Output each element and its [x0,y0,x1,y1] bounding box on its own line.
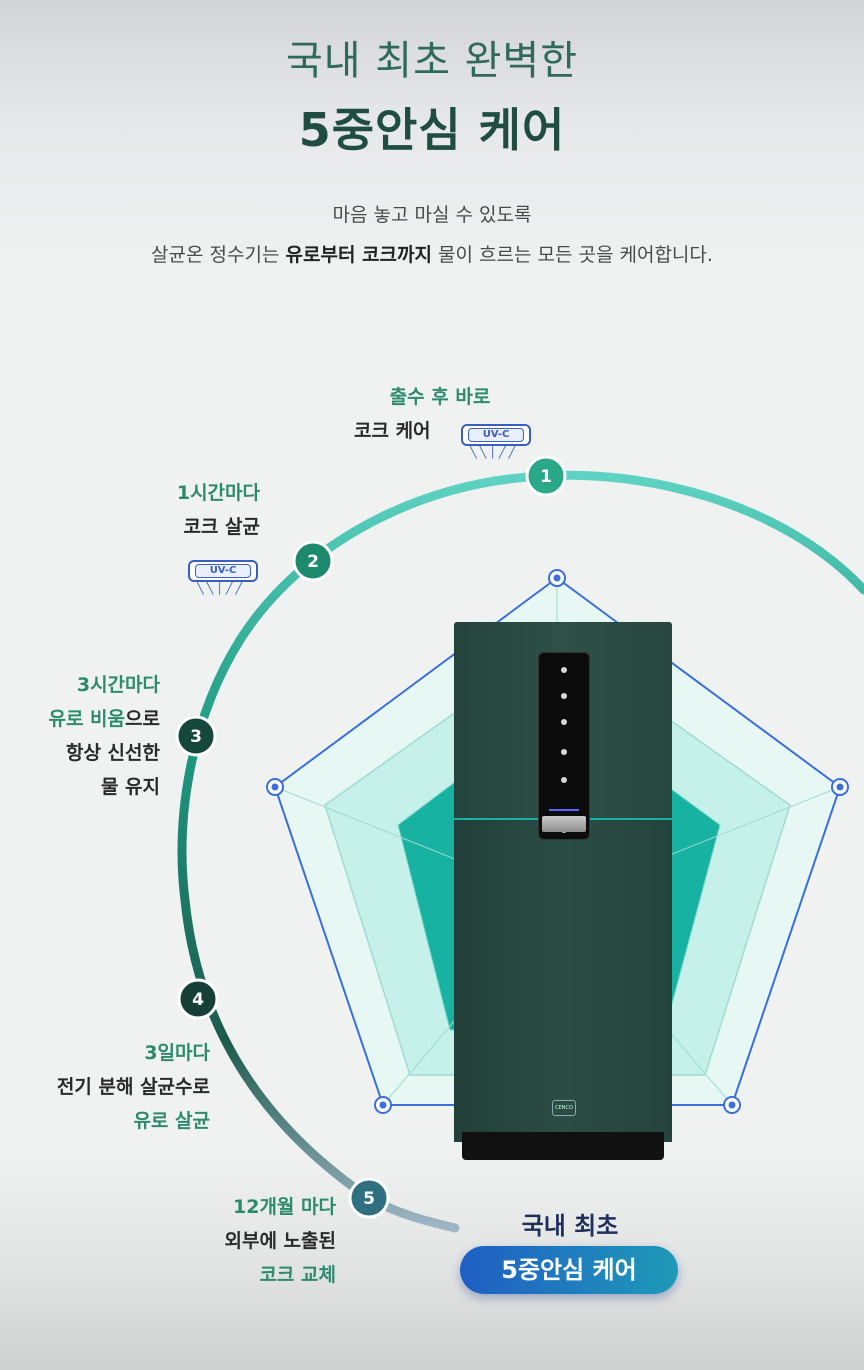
uv-c-lamp-icon: UV-C [188,560,258,582]
care-callout-title: 국내 최초 [521,1212,619,1240]
step-2-label: 1시간마다 코크 살균 [176,482,260,538]
subtitle-line2: 살균온 정수기는 유로부터 코크까지 물이 흐르는 모든 곳을 케어합니다. [151,244,713,266]
step-node-1: 1 [525,455,567,497]
brand-logo: CENCO [552,1100,576,1116]
step-node-2: 2 [292,540,334,582]
subtitle-highlight: 유로부터 코크까지 [285,244,432,266]
svg-text:2: 2 [307,552,319,572]
control-panel [538,652,590,840]
step-5-label: 12개월 마다 외부에 노출된 코크 교체 [224,1196,337,1286]
subtitle-line1: 마음 놓고 마실 수 있도록 [332,204,532,226]
svg-text:3: 3 [190,727,202,747]
purifier-base [462,1132,664,1160]
step-4-label: 3일마다 전기 분해 살균수로 유로 살균 [56,1042,210,1132]
purifier-lower-body [454,820,672,1142]
svg-text:1: 1 [540,467,552,487]
headline-line2: 5중안심 케어 [298,103,566,157]
care-arc [177,470,864,1233]
step-node-4: 4 [177,978,219,1020]
svg-text:5: 5 [363,1189,375,1209]
care-callout-pill: 5중안심 케어 [460,1246,678,1294]
headline-line1: 국내 최초 완벽한 [285,38,579,84]
water-purifier-image: CENCO [454,622,672,1160]
uv-rays-icon: ╲╲│╱╱ [470,446,519,459]
svg-text:4: 4 [192,990,204,1010]
uv-c-lamp-icon: UV-C [461,424,531,446]
step-node-5: 5 [348,1177,390,1219]
uv-rays-icon: ╲╲│╱╱ [197,582,246,595]
cock-nozzle [542,816,586,832]
step-1-label: 출수 후 바로 코크 케어 [354,386,491,442]
step-node-3: 3 [175,715,217,757]
step-3-label: 3시간마다 유로 비움으로 항상 신선한 물 유지 [48,674,160,798]
